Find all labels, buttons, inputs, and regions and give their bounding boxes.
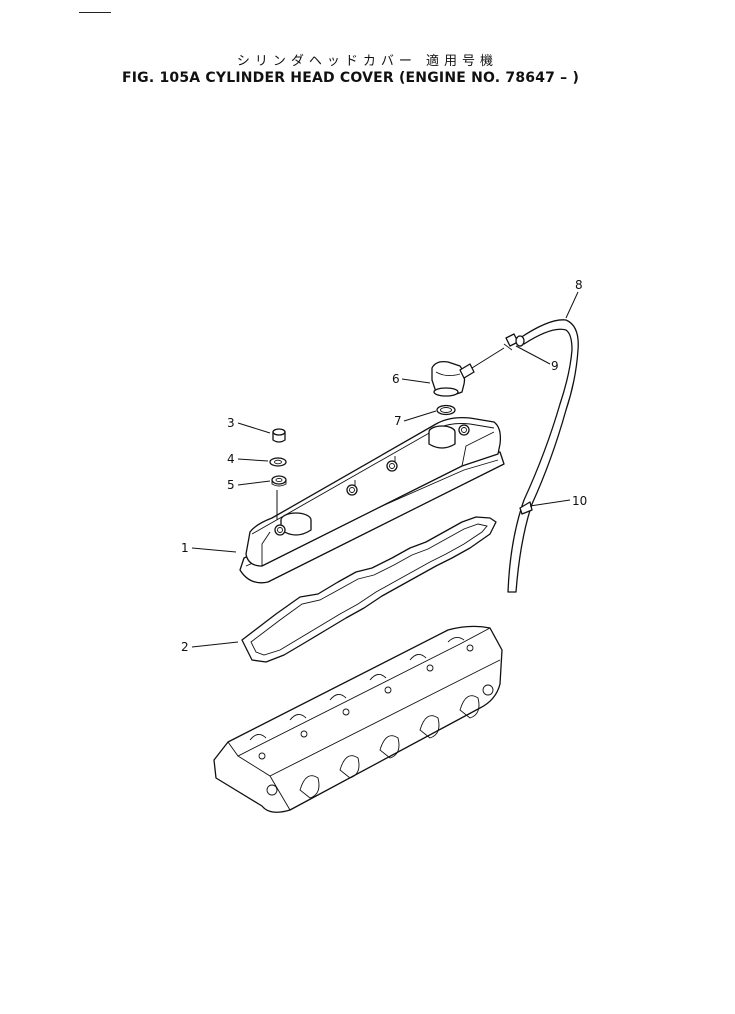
- washer: [269, 457, 287, 467]
- callout-9: 9: [551, 359, 559, 373]
- assembly-line: [471, 347, 505, 369]
- figure-title: FIG. 105A CYLINDER HEAD COVER (ENGINE NO…: [122, 70, 580, 86]
- breather-hose: [507, 319, 579, 593]
- callout-4: 4: [227, 452, 235, 466]
- cylinder-head: [213, 625, 503, 813]
- seal-washer: [271, 475, 287, 487]
- head-cover-gasket: [241, 516, 497, 663]
- leader-lines: [191, 291, 579, 648]
- breather: [431, 360, 475, 397]
- callout-3: 3: [227, 416, 235, 430]
- callout-1: 1: [181, 541, 189, 555]
- callout-8: 8: [575, 278, 583, 292]
- callout-10: 10: [572, 494, 587, 508]
- callout-2: 2: [181, 640, 189, 654]
- figure-title-japanese: シリンダヘッドカバー 適用号機: [236, 54, 499, 69]
- corner-mark: [79, 12, 111, 13]
- o-ring: [436, 404, 456, 416]
- cylinder-head-cover: [239, 416, 505, 584]
- callout-5: 5: [227, 478, 235, 492]
- callout-6: 6: [392, 372, 400, 386]
- hose-clip: [519, 501, 533, 515]
- cover-bolt: [272, 428, 286, 443]
- callout-7: 7: [394, 414, 402, 428]
